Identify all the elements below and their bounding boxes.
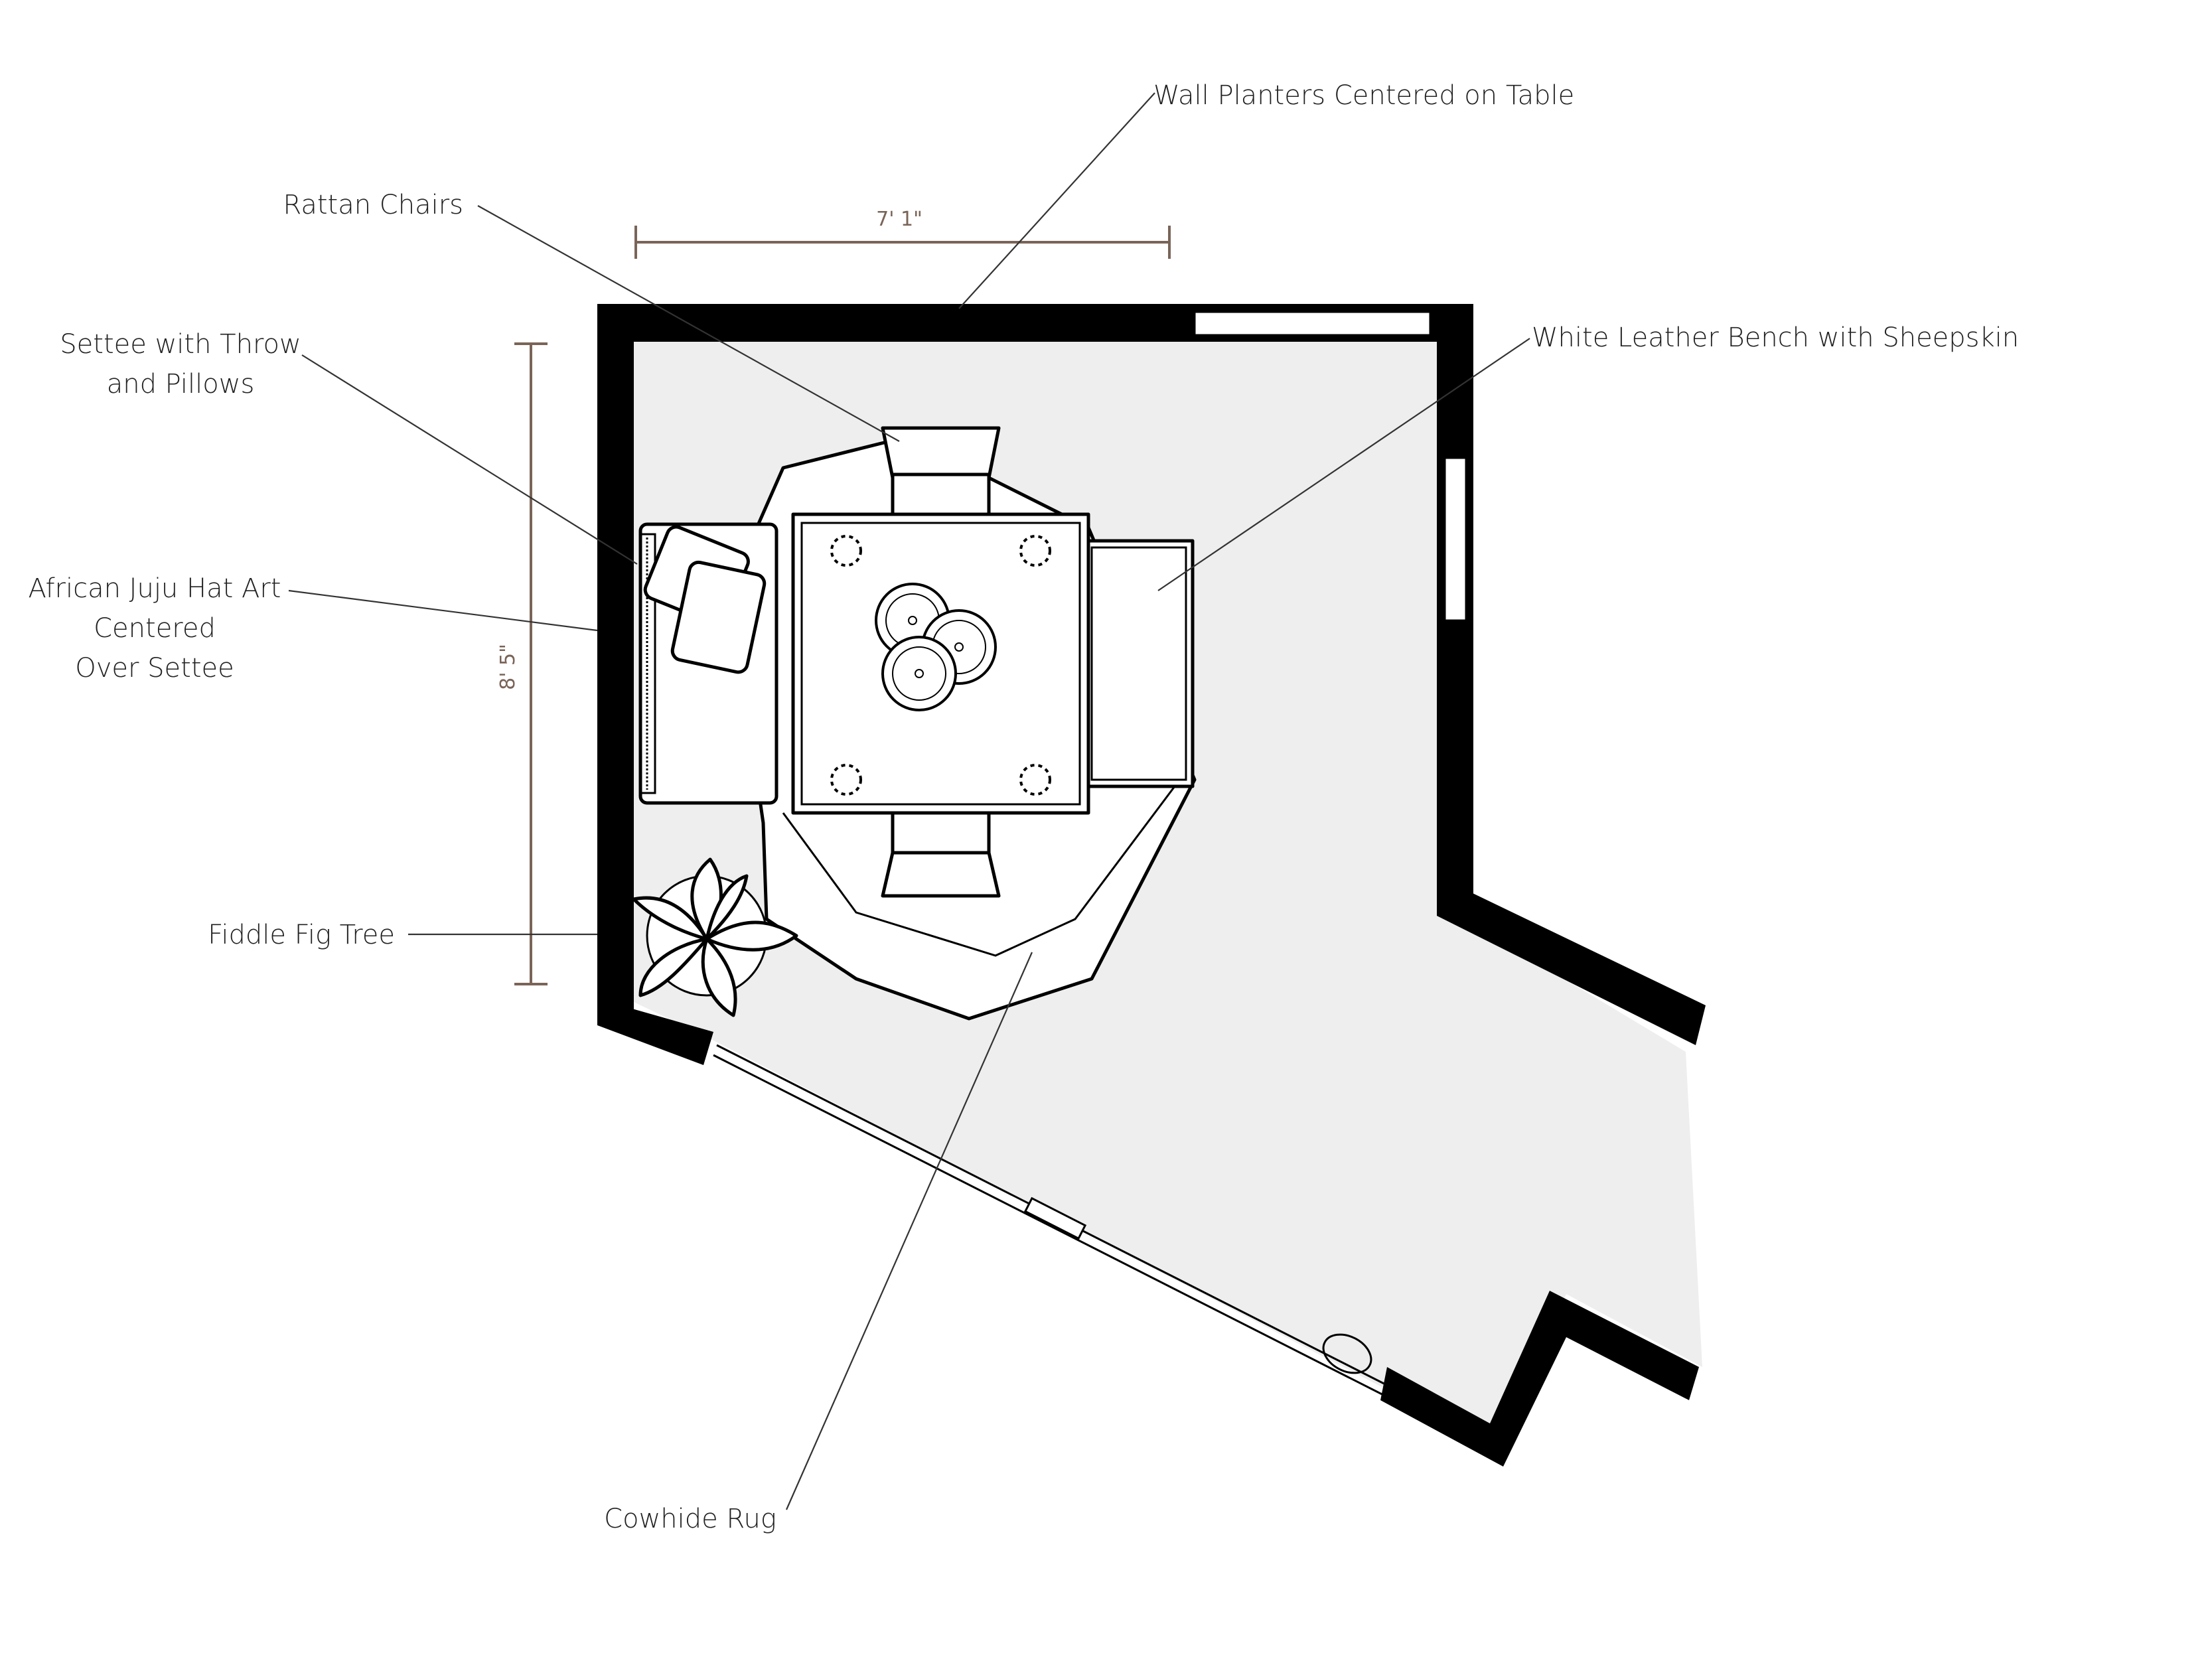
pillow [670, 560, 767, 674]
settee [638, 522, 778, 805]
juju-label-line2: Centered [94, 613, 216, 644]
wall-planters-label: Wall Planters Centered on Table [1153, 80, 1574, 111]
door-panel [1023, 1196, 1087, 1240]
place-setting [830, 535, 862, 567]
juju-label-line1: African Juju Hat Art [29, 573, 281, 604]
leader-lines [288, 92, 1530, 1510]
right-window [1443, 457, 1467, 622]
angled-right-wall [1437, 876, 1706, 1045]
walls [597, 304, 1706, 1467]
juju-label-line3: Over Settee [75, 653, 234, 684]
height-dimension-label: 8' 5" [496, 644, 520, 690]
cowhide-rug-label: Cowhide Rug [604, 1504, 776, 1534]
centerpiece [875, 583, 997, 711]
rattan-chair-top [881, 426, 1001, 520]
height-dimension: 8' 5" [496, 342, 548, 985]
top-window [1193, 311, 1432, 336]
settee-label-line1: Settee with Throw [60, 329, 301, 360]
rattan-chair-bottom [881, 811, 1001, 898]
place-setting [1019, 535, 1051, 567]
white-leather-bench [1083, 539, 1195, 788]
bench-label: White Leather Bench with Sheepskin [1532, 323, 2019, 353]
fiddle-fig-label: Fiddle Fig Tree [208, 920, 395, 950]
lower-left-wall-corner [597, 999, 713, 1065]
settee-label-line2: and Pillows [107, 369, 255, 399]
place-setting [830, 764, 862, 796]
width-dimension-label: 7' 1" [876, 208, 922, 231]
bottom-jog-wall [1380, 1291, 1699, 1467]
place-setting [1019, 764, 1051, 796]
width-dimension: 7' 1" [634, 208, 1171, 259]
annotations: Wall Planters Centered on Table Rattan C… [29, 80, 2020, 1534]
door-handle [1322, 1333, 1372, 1374]
dining-table [791, 512, 1090, 815]
left-wall [597, 304, 634, 1011]
rattan-chairs-label: Rattan Chairs [283, 190, 463, 220]
sliding-door [713, 1044, 1398, 1402]
fiddle-fig-tree [632, 857, 798, 1017]
